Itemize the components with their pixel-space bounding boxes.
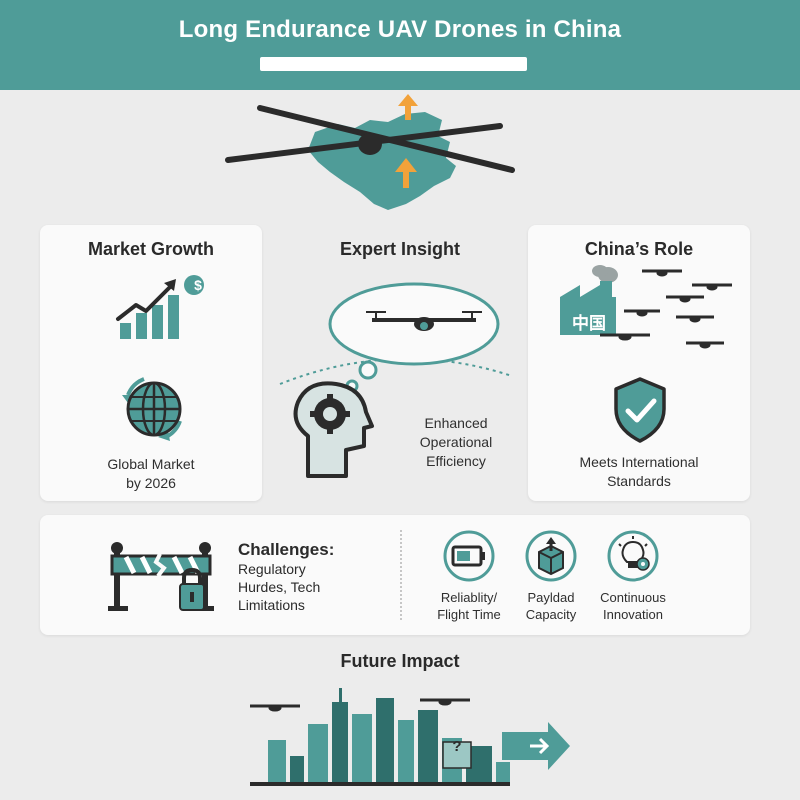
challenges-line2: Hurdes, Tech xyxy=(238,579,321,595)
challenges-text: Regulatory Hurdes, Tech Limitations xyxy=(238,560,368,614)
expert-insight-caption-line2: Operational xyxy=(419,434,493,450)
challenges-title: Challenges: xyxy=(238,540,335,559)
city-skyline-icon xyxy=(250,688,570,786)
lightbulb-icon xyxy=(607,530,659,582)
drone-icon-bubble xyxy=(366,311,482,331)
market-growth-caption-line2: by 2026 xyxy=(126,475,176,491)
package-icon xyxy=(525,530,577,582)
head-gear-icon xyxy=(293,381,374,478)
expert-insight-illustration xyxy=(279,282,513,478)
expert-insight-caption: Enhanced Operational Efficiency xyxy=(396,414,516,471)
battery-icon xyxy=(443,530,495,582)
roadblock-lock-icon xyxy=(108,542,214,611)
market-growth-title: Market Growth xyxy=(87,239,215,259)
china-role-caption-line1: Meets International xyxy=(579,454,699,470)
future-impact-title: Future Impact xyxy=(340,651,460,671)
china-map-drone-illustration xyxy=(225,94,515,210)
bar-chart-growth-icon xyxy=(116,275,204,339)
china-role-caption: Meets International Standards xyxy=(528,453,750,491)
challenges-divider xyxy=(400,530,402,620)
dollar-icon: $ xyxy=(194,277,202,293)
factor-reliability-line2: Flight Time xyxy=(437,607,501,622)
arrow-right-icon xyxy=(502,722,570,770)
drone-swarm-icon xyxy=(600,269,732,349)
expert-insight-caption-line1: Enhanced xyxy=(424,415,488,431)
factor-innovation-caption: Continuous Innovation xyxy=(588,589,678,623)
challenges-line3: Limitations xyxy=(238,597,305,613)
shield-check-icon xyxy=(614,377,666,443)
china-role-title: China’s Role xyxy=(584,239,694,259)
challenges-line1: Regulatory xyxy=(238,561,306,577)
page-title: Long Endurance UAV Drones in China xyxy=(178,16,622,43)
box-question-mark: ? xyxy=(452,738,462,755)
header-banner: Long Endurance UAV Drones in China xyxy=(0,0,800,90)
market-growth-card: Market Growth $ Global Market by 2026 xyxy=(40,225,262,501)
factory-icon xyxy=(560,265,618,335)
factor-payload-line2: Capacity xyxy=(525,607,577,622)
factor-payload-caption: Payldad Capacity xyxy=(506,589,596,623)
arrow-up-icon-top xyxy=(398,94,418,120)
factor-innovation-line1: Continuous xyxy=(600,590,666,605)
market-growth-caption-line1: Global Market xyxy=(107,456,195,472)
factor-reliability-caption: Reliablity/ Flight Time xyxy=(424,589,514,623)
market-growth-caption: Global Market by 2026 xyxy=(40,455,262,493)
factor-innovation-line2: Innovation xyxy=(603,607,663,622)
globe-icon xyxy=(122,377,182,441)
factor-payload-line1: Payldad xyxy=(527,590,575,605)
drone-icon-hero xyxy=(225,105,515,173)
expert-insight-caption-line3: Efficiency xyxy=(426,453,486,469)
factor-reliability-line1: Reliablity/ xyxy=(440,590,498,605)
factory-label: 中国 xyxy=(572,314,606,333)
china-role-caption-line2: Standards xyxy=(607,473,671,489)
thought-bubble xyxy=(328,282,500,393)
header-underline-bar xyxy=(260,57,527,71)
china-role-card: China’s Role 中国 Meets International Stan… xyxy=(528,225,750,501)
arrow-up-icon-bottom xyxy=(395,158,417,188)
factory-drones-icon xyxy=(560,265,732,349)
expert-insight-title: Expert Insight xyxy=(339,239,460,259)
